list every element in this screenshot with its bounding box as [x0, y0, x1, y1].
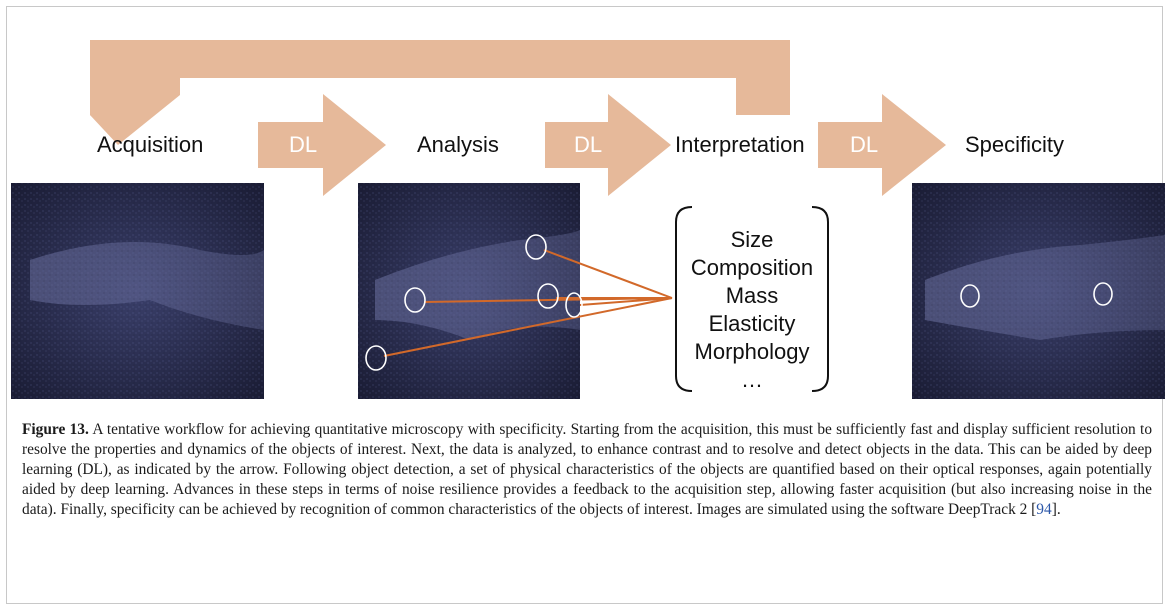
analysis-image [358, 183, 580, 399]
feedback-arrow [90, 40, 790, 140]
caption-text-end: ]. [1051, 501, 1061, 518]
caption-label: Figure 13. [22, 421, 89, 438]
caption-text: A tentative workflow for achieving quant… [22, 421, 1153, 518]
specificity-circles [960, 282, 1113, 308]
pointer-lines [383, 249, 673, 357]
left-bracket [675, 206, 693, 392]
dl-label-2: DL [574, 132, 603, 157]
specificity-image [912, 183, 1165, 399]
acquisition-image [11, 183, 264, 399]
stage-analysis: Analysis [417, 132, 499, 157]
workflow-figure: Acquisition Analysis Interpretation Spec… [11, 40, 1165, 399]
dl-label-3: DL [850, 132, 879, 157]
property-composition: Composition [690, 255, 814, 280]
dl-label-1: DL [289, 132, 318, 157]
property-ellipsis: … [741, 367, 763, 392]
property-mass: Mass [725, 283, 779, 308]
feedback-arrowhead [90, 40, 180, 145]
stage-interpretation: Interpretation [675, 132, 805, 157]
workflow-diagram [11, 40, 1165, 399]
dl-arrow-3 [818, 94, 946, 196]
stage-acquisition: Acquisition [97, 132, 204, 157]
property-size: Size [730, 227, 774, 252]
reference-link[interactable]: 94 [1036, 501, 1052, 518]
stage-specificity: Specificity [965, 132, 1065, 157]
property-morphology: Morphology [694, 339, 810, 364]
property-elasticity: Elasticity [708, 311, 796, 336]
property-list: Size Composition Mass Elasticity Morphol… [676, 226, 828, 394]
dl-arrow-1 [258, 94, 386, 196]
dl-arrow-2 [545, 94, 671, 196]
right-bracket [811, 206, 829, 392]
figure-caption: Figure 13. A tentative workflow for achi… [22, 420, 1152, 520]
analysis-circles [365, 234, 583, 371]
